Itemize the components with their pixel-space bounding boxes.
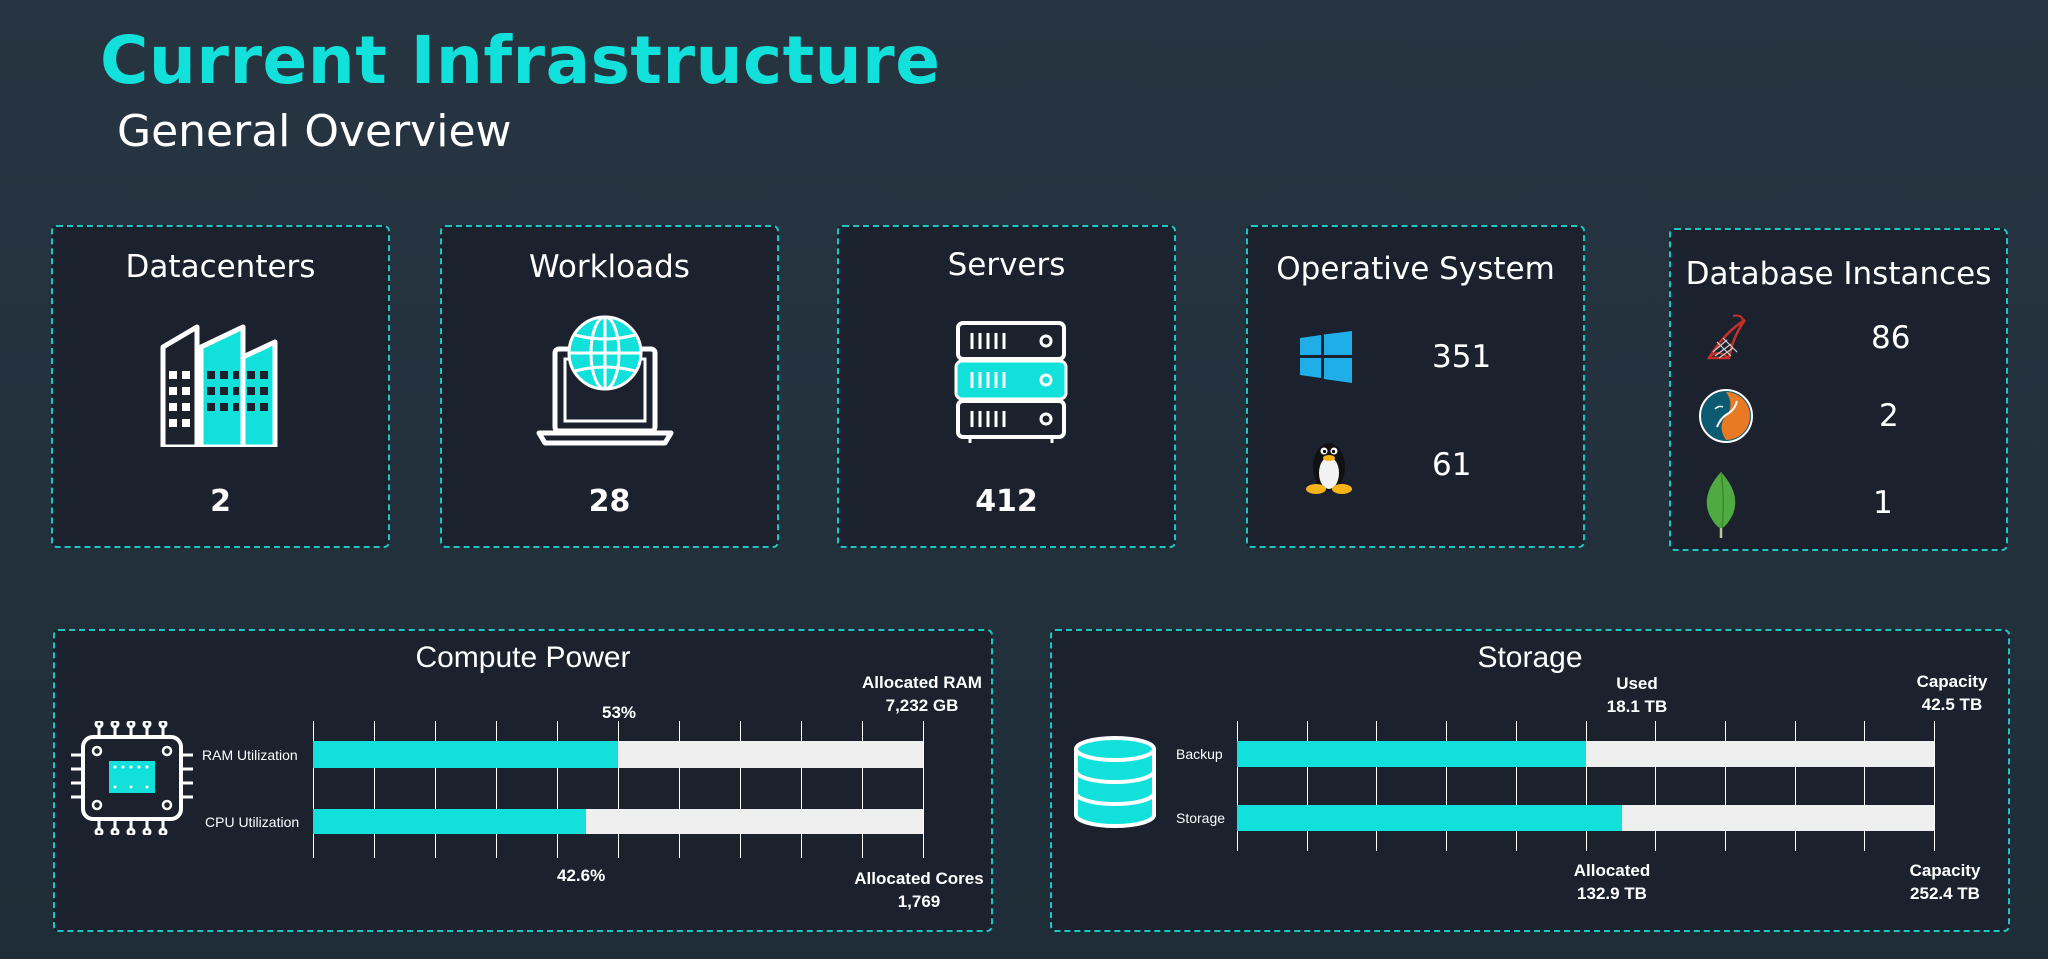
gridline [1446,721,1448,851]
storage-capacity-annotation: Capacity 252.4 TB [1890,859,2000,905]
allocated-ram-value: 7,232 GB [885,696,959,715]
page-subtitle: General Overview [117,106,512,157]
card-title: Workloads [529,249,690,285]
backup-capacity-value: 42.5 TB [1921,695,1983,714]
gridline [1655,721,1657,851]
mongodb-leaf-icon [1706,471,1736,538]
gridline [1864,721,1866,851]
gridline [496,721,497,858]
ram-percent-label: 53% [602,703,637,722]
gridline [740,721,741,858]
sql-server-icon [1706,314,1747,360]
compute-power-title: Compute Power [415,641,631,674]
gridline [1585,721,1587,851]
allocated-cores-annotation: Allocated Cores 1,769 [845,867,993,913]
gridline [862,721,863,858]
used-annotation: Used 18.1 TB [1582,672,1692,718]
storage-label: Storage [1176,810,1226,826]
storage-panel[interactable]: Storage Backup Storage Used 18.1 TB Capa… [1050,629,2010,932]
used-value: 18.1 TB [1606,697,1668,716]
storage-capacity-label: Capacity [1909,861,1981,880]
backup-fill [1237,741,1586,767]
linux-penguin-icon [1306,443,1352,494]
gridline [1794,721,1796,851]
cpu-chip-icon [71,721,193,835]
workloads-card[interactable]: Workloads 28 [440,225,779,548]
cpu-utilization-fill [313,809,586,834]
windows-icon [1300,331,1352,383]
storage-bar [1237,805,1934,831]
compute-power-panel[interactable]: Compute Power RAM Utilization CPU Utiliz… [53,629,993,932]
mongodb-count: 1 [1873,485,1893,521]
backup-capacity-annotation: Capacity 42.5 TB [1902,670,2002,716]
ram-utilization-bar [313,741,923,768]
card-title: Operative System [1276,251,1555,287]
gridline [618,721,619,858]
gridline [1724,721,1726,851]
cpu-utilization-label: CPU Utilization [205,814,300,830]
backup-bar [1237,741,1934,767]
allocated-value: 132.9 TB [1577,884,1647,903]
cpu-percent-label: 42.6% [557,866,606,885]
datacenters-count: 2 [210,484,231,519]
globe-laptop-icon [536,315,674,446]
datacenter-buildings-icon [160,324,278,447]
ram-utilization-fill [313,741,618,768]
used-label: Used [1616,674,1658,693]
database-instances-card[interactable]: Database Instances 86 2 1 [1669,228,2008,551]
linux-count: 61 [1432,447,1472,483]
card-title: Database Instances [1685,256,1992,292]
storage-capacity-value: 252.4 TB [1910,884,1980,903]
gridline [801,721,802,858]
allocated-cores-label: Allocated Cores [854,869,984,888]
server-rack-icon [954,321,1068,443]
operative-system-card[interactable]: Operative System 351 61 [1246,225,1585,548]
allocated-ram-label: Allocated RAM [862,673,982,692]
gridline [557,721,558,858]
backup-label: Backup [1176,746,1223,762]
allocated-label: Allocated [1573,861,1651,880]
mysql-icon [1699,389,1753,443]
card-title: Datacenters [125,249,316,285]
allocated-ram-annotation: Allocated RAM 7,232 GB [852,671,992,717]
gridline [313,721,314,858]
storage-fill [1237,805,1623,831]
allocated-cores-value: 1,769 [897,892,941,911]
mysql-count: 2 [1879,398,1899,434]
sql-server-count: 86 [1871,320,1911,356]
servers-count: 412 [975,484,1038,519]
datacenters-card[interactable]: Datacenters 2 [51,225,390,548]
backup-capacity-label: Capacity [1916,672,1988,691]
cpu-utilization-bar [313,809,923,834]
storage-title: Storage [1477,641,1583,674]
gridline [435,721,436,858]
ram-utilization-label: RAM Utilization [202,747,298,763]
gridline [374,721,375,858]
card-title: Servers [947,247,1066,283]
gridline [1376,721,1378,851]
gridline [1934,721,1935,851]
gridline [1237,721,1238,851]
database-cylinder-icon [1074,736,1156,828]
workloads-count: 28 [588,484,631,519]
allocated-annotation: Allocated 132.9 TB [1552,859,1672,905]
windows-count: 351 [1432,339,1492,375]
page-title: Current Infrastructure [100,22,941,99]
gridline [679,721,680,858]
servers-card[interactable]: Servers 412 [837,225,1176,548]
gridline [1515,721,1517,851]
gridline [1306,721,1308,851]
gridline [923,721,924,858]
